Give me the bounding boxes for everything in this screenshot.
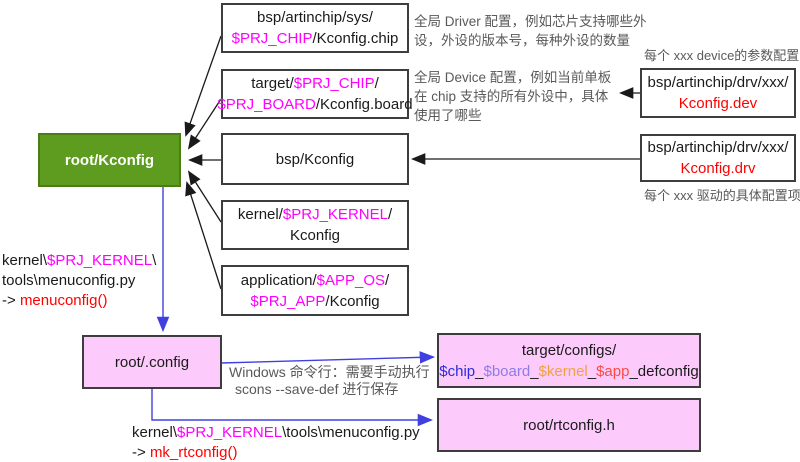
arrow-config-to-rtconfig [151,388,434,427]
arrow-prefix: -> [132,444,150,461]
kernel-token: $kernel [538,362,588,380]
kernel-kconfig-file: Kconfig [289,227,341,244]
windows-note-line2: scons --save-def 进行保存 [235,381,399,397]
prj-chip-var: $PRJ_CHIP [231,30,313,47]
arrow-app-to-root [185,181,222,290]
menuconfig-note-line3: -> menuconfig() [2,291,156,311]
kernel-kconfig-line2: Kconfig [290,225,340,246]
kconfig-chip-path: bsp/artinchip/sys/ [257,9,373,26]
dev-caption: 每个 xxx device的参数配置 [644,46,799,65]
app-kconfig-file: /Kconfig [325,292,380,310]
kconfig-drv-line1: bsp/artinchip/drv/xxx/ [648,137,789,158]
mk-rtconfig-fn: mk_rtconfig() [149,444,238,461]
device-note-line2: 在 chip 支持的所有外设中，具体 [414,89,609,104]
tools-path-suffix: \tools\menuconfig.py [282,424,420,441]
bsp-kconfig-label: bsp/Kconfig [275,150,355,168]
board-token: $board [483,362,531,380]
prj-kernel-var: $PRJ_KERNEL [282,206,388,223]
mk-rtconfig-line1: kernel\$PRJ_KERNEL\tools\menuconfig.py [132,423,420,443]
path-slash: / [385,271,390,289]
arrow-prefix: -> [2,292,20,309]
root-config-box: root/.config [82,335,222,389]
app-token: $app [596,362,630,380]
tools-path: tools\menuconfig.py [2,272,136,289]
drv-path: bsp/artinchip/drv/xxx/ [647,74,789,91]
arrow-board-to-root [187,98,222,150]
device-config-note: 全局 Device 配置，例如当前单板 在 chip 支持的所有外设中，具体 使… [414,68,611,125]
arrow-chip-to-root [184,35,222,137]
menuconfig-note-line2: tools\menuconfig.py [2,271,156,291]
underscore: _ [530,362,539,380]
dev-caption-text: 每个 xxx device的参数配置 [644,48,800,63]
kconfig-board-line1: target/$PRJ_CHIP/ [251,73,379,94]
kconfig-dev-box: bsp/artinchip/drv/xxx/ Kconfig.dev [640,68,796,118]
app-os-var: $APP_OS [316,271,386,289]
kconfig-dev-file: Kconfig.dev [678,95,758,112]
arrow-config-to-defconfig [220,351,436,364]
menuconfig-note: kernel\$PRJ_KERNEL\ tools\menuconfig.py … [2,251,156,311]
chip-token: $chip [439,362,476,380]
mk-rtconfig-note: kernel\$PRJ_KERNEL\tools\menuconfig.py -… [132,423,420,462]
kconfig-dev-line1: bsp/artinchip/drv/xxx/ [648,72,789,93]
root-kconfig-box: root/Kconfig [38,133,181,187]
rtconfig-label: root/rtconfig.h [523,416,615,434]
kernel-path: kernel/ [237,206,283,223]
underscore: _ [587,362,597,380]
kconfig-chip-file: /Kconfig.chip [312,30,399,47]
app-kconfig-line2: $PRJ_APP/Kconfig [250,291,379,312]
mk-rtconfig-line2: -> mk_rtconfig() [132,443,420,462]
kconfig-board-line2: $PRJ_BOARD/Kconfig.board [217,94,412,115]
kconfig-dev-line2: Kconfig.dev [679,93,757,114]
path-slash: / [387,206,393,223]
kconfig-chip-line2: $PRJ_CHIP/Kconfig.chip [232,28,399,49]
defconfig-suffix: _defconfig [629,362,699,380]
app-kconfig-line1: application/$APP_OS/ [241,270,389,291]
device-note-line3: 使用了哪些 [414,108,482,123]
device-note-line1: 全局 Device 配置，例如当前单板 [414,70,612,85]
kernel-path-prefix: kernel\ [2,252,48,269]
prj-kernel-var: $PRJ_KERNEL [47,252,153,269]
root-kconfig-label: root/Kconfig [64,151,155,169]
target-path: target/ [251,75,294,92]
kconfig-drv-line2: Kconfig.drv [680,158,755,179]
defconfig-line1: target/configs/ [522,340,616,361]
menuconfig-note-line1: kernel\$PRJ_KERNEL\ [2,251,156,271]
drv-caption-text: 每个 xxx 驱动的具体配置项 [644,188,800,203]
root-config-label: root/.config [114,353,190,371]
application-path: application/ [240,271,317,289]
driver-config-note: 全局 Driver 配置，例如芯片支持哪些外 设，外设的版本号，每种外设的数量 [414,12,647,50]
underscore: _ [475,362,484,380]
prj-chip-var: $PRJ_CHIP [293,75,375,92]
kernel-path-prefix: kernel\ [132,424,178,441]
windows-note-line1: Windows 命令行：需要手动执行 [229,364,430,380]
defconfig-box: target/configs/ $chip_$board_$kernel_$ap… [437,333,701,388]
path-backslash: \ [152,252,157,269]
kconfig-drv-file: Kconfig.drv [680,160,756,177]
target-configs-path: target/configs/ [521,341,617,359]
drv-caption: 每个 xxx 驱动的具体配置项 [644,186,800,205]
app-kconfig-box: application/$APP_OS/ $PRJ_APP/Kconfig [221,265,409,316]
drv-path: bsp/artinchip/drv/xxx/ [647,139,789,156]
rtconfig-box: root/rtconfig.h [437,398,701,452]
path-slash: / [374,75,379,92]
bsp-kconfig-box: bsp/Kconfig [221,133,409,185]
kernel-kconfig-box: kernel/$PRJ_KERNEL/ Kconfig [221,200,409,250]
kconfig-chip-box: bsp/artinchip/sys/ $PRJ_CHIP/Kconfig.chi… [221,3,409,53]
windows-note: Windows 命令行：需要手动执行 scons --save-def 进行保存 [229,364,430,398]
kconfig-chip-line1: bsp/artinchip/sys/ [257,7,373,28]
kconfig-board-file: /Kconfig.board [315,96,413,113]
prj-kernel-var: $PRJ_KERNEL [177,424,283,441]
prj-board-var: $PRJ_BOARD [217,96,316,113]
menuconfig-fn: menuconfig() [19,292,108,309]
prj-app-var: $PRJ_APP [250,292,326,310]
defconfig-line2: $chip_$board_$kernel_$app_defconfig [439,361,698,382]
kconfig-board-box: target/$PRJ_CHIP/ $PRJ_BOARD/Kconfig.boa… [217,69,413,119]
arrow-kernel-to-root [187,170,222,223]
driver-note-line2: 设，外设的版本号，每种外设的数量 [414,33,630,48]
kernel-kconfig-line1: kernel/$PRJ_KERNEL/ [238,204,392,225]
driver-note-line1: 全局 Driver 配置，例如芯片支持哪些外 [414,14,647,29]
kconfig-drv-box: bsp/artinchip/drv/xxx/ Kconfig.drv [640,134,796,182]
